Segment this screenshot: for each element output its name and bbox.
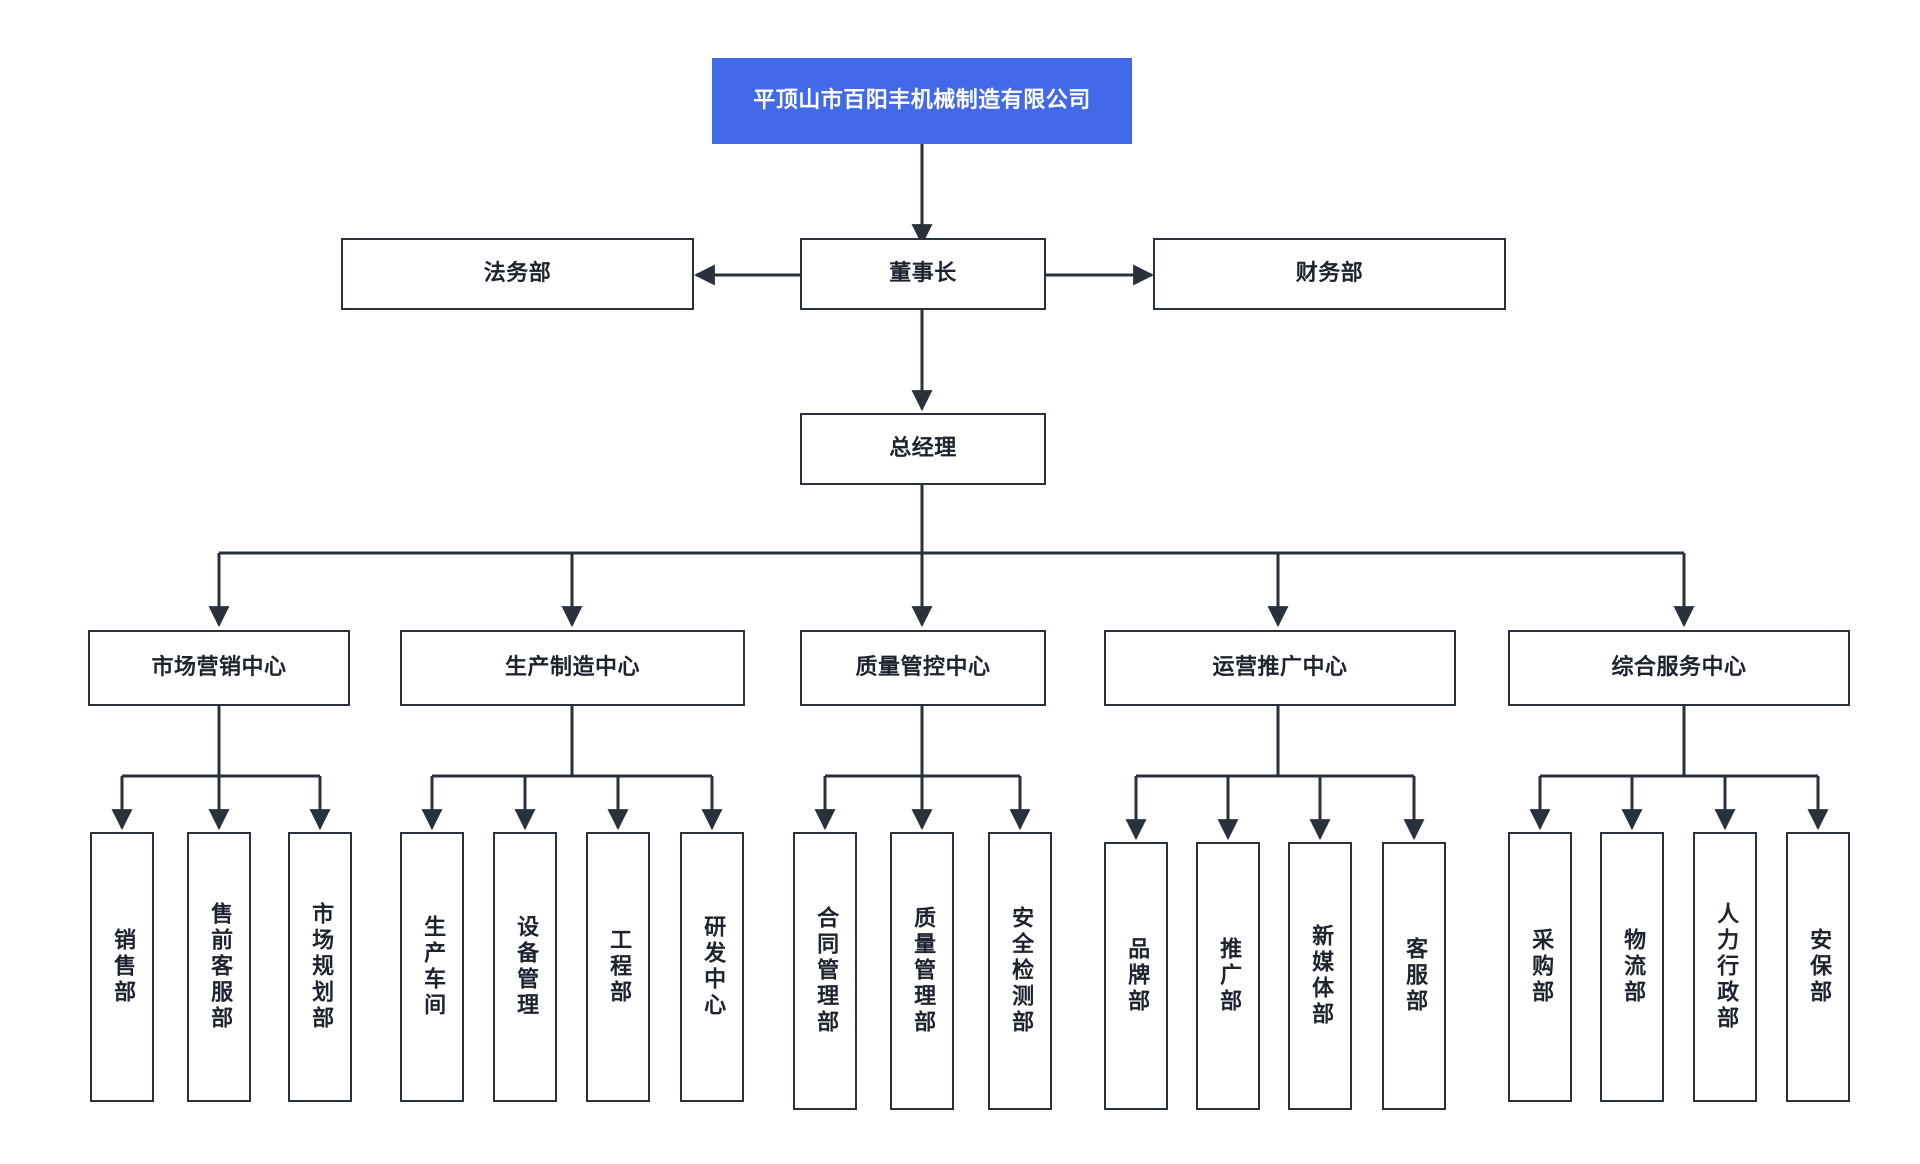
node-finance-department[interactable]: 财务部: [1153, 238, 1506, 310]
node-center-marketing[interactable]: 市场营销中心: [88, 630, 350, 706]
node-label: 质量管控中心: [855, 655, 991, 681]
node-safety-inspection-department[interactable]: 安全检测部: [988, 832, 1052, 1110]
node-presales-service-department[interactable]: 售前客服部: [187, 832, 251, 1102]
node-label: 董事长: [889, 261, 957, 287]
node-security-department[interactable]: 安保部: [1786, 832, 1850, 1102]
node-company-root[interactable]: 平顶山市百阳丰机械制造有限公司: [712, 58, 1132, 144]
node-legal-department[interactable]: 法务部: [341, 238, 694, 310]
node-brand-department[interactable]: 品牌部: [1104, 842, 1168, 1110]
node-label: 售前客服部: [207, 902, 233, 1032]
node-label: 安全检测部: [1008, 906, 1034, 1036]
node-new-media-department[interactable]: 新媒体部: [1288, 842, 1352, 1110]
node-label: 人力行政部: [1713, 902, 1739, 1032]
node-label: 生产车间: [420, 915, 446, 1019]
node-label: 工程部: [606, 928, 632, 1006]
node-customer-service-department[interactable]: 客服部: [1382, 842, 1446, 1110]
node-promotion-department[interactable]: 推广部: [1196, 842, 1260, 1110]
node-label: 合同管理部: [813, 906, 839, 1036]
node-label: 采购部: [1528, 928, 1554, 1006]
node-center-operations[interactable]: 运营推广中心: [1104, 630, 1456, 706]
node-label: 销售部: [110, 928, 136, 1006]
node-label: 物流部: [1620, 928, 1646, 1006]
node-label: 市场规划部: [308, 902, 334, 1032]
node-hr-admin-department[interactable]: 人力行政部: [1693, 832, 1757, 1102]
node-label: 生产制造中心: [504, 655, 640, 681]
node-label: 品牌部: [1124, 937, 1150, 1015]
node-label: 总经理: [889, 436, 957, 462]
node-center-quality[interactable]: 质量管控中心: [800, 630, 1046, 706]
node-quality-management-department[interactable]: 质量管理部: [890, 832, 954, 1110]
node-label: 法务部: [483, 261, 552, 287]
node-center-manufacturing[interactable]: 生产制造中心: [400, 630, 745, 706]
node-label: 运营推广中心: [1212, 655, 1348, 681]
node-label: 质量管理部: [910, 906, 936, 1036]
node-label: 研发中心: [700, 915, 726, 1019]
node-center-general-services[interactable]: 综合服务中心: [1508, 630, 1850, 706]
node-equipment-management[interactable]: 设备管理: [493, 832, 557, 1102]
node-label: 安保部: [1806, 928, 1832, 1006]
node-label: 推广部: [1216, 937, 1242, 1015]
node-label: 设备管理: [513, 915, 539, 1019]
node-procurement-department[interactable]: 采购部: [1508, 832, 1572, 1102]
node-production-workshop[interactable]: 生产车间: [400, 832, 464, 1102]
node-market-planning-department[interactable]: 市场规划部: [288, 832, 352, 1102]
node-label: 平顶山市百阳丰机械制造有限公司: [753, 88, 1091, 114]
node-rnd-center[interactable]: 研发中心: [680, 832, 744, 1102]
node-general-manager[interactable]: 总经理: [800, 413, 1046, 485]
node-engineering-department[interactable]: 工程部: [586, 832, 650, 1102]
node-contract-management-department[interactable]: 合同管理部: [793, 832, 857, 1110]
node-label: 综合服务中心: [1611, 655, 1747, 681]
node-label: 财务部: [1295, 261, 1364, 287]
node-logistics-department[interactable]: 物流部: [1600, 832, 1664, 1102]
node-chairman[interactable]: 董事长: [800, 238, 1046, 310]
node-label: 新媒体部: [1308, 924, 1334, 1028]
node-label: 客服部: [1402, 937, 1428, 1015]
node-label: 市场营销中心: [151, 655, 287, 681]
node-sales-department[interactable]: 销售部: [90, 832, 154, 1102]
